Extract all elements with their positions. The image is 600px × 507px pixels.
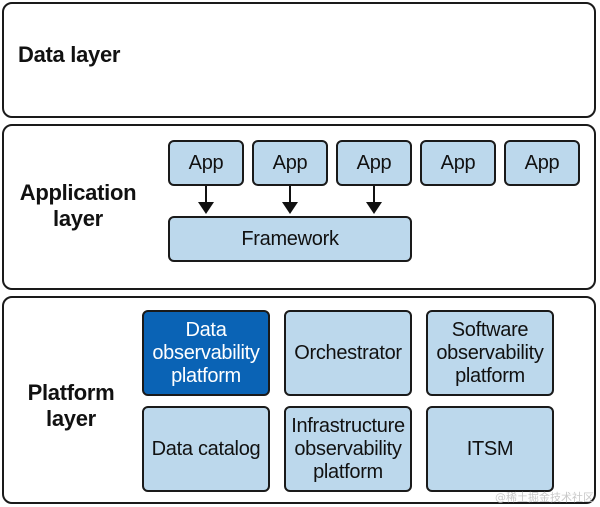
application-layer-title: Application layer (19, 180, 137, 231)
app-box-5: App (504, 140, 580, 186)
arrow-app1-framework-head (198, 202, 214, 214)
arrow-app3-framework-head (366, 202, 382, 214)
watermark: @稀土掘金技术社区 (495, 491, 594, 504)
platform-layer-title: Platform layer (27, 380, 115, 431)
arrow-app2-framework-head (282, 202, 298, 214)
arrow-app2-framework-line (289, 186, 291, 204)
itsm-box: ITSM (426, 406, 554, 492)
app-box-2: App (252, 140, 328, 186)
data-observability-platform-box: Data observability platform (142, 310, 270, 396)
orchestrator-box: Orchestrator (284, 310, 412, 396)
app-box-3: App (336, 140, 412, 186)
data-catalog-box: Data catalog (142, 406, 270, 492)
platform-layer-panel: Platform layer Data observability platfo… (2, 296, 596, 504)
software-observability-platform-box: Software observability platform (426, 310, 554, 396)
infrastructure-observability-platform-box: Infrastructure observability platform (284, 406, 412, 492)
arrow-app3-framework-line (373, 186, 375, 204)
framework-box: Framework (168, 216, 412, 262)
app-box-1: App (168, 140, 244, 186)
data-layer-panel: Data layer (2, 2, 596, 118)
arrow-app1-framework-line (205, 186, 207, 204)
data-layer-title: Data layer (18, 42, 121, 67)
app-box-4: App (420, 140, 496, 186)
application-layer-panel: Application layer App App App App App Fr… (2, 124, 596, 290)
